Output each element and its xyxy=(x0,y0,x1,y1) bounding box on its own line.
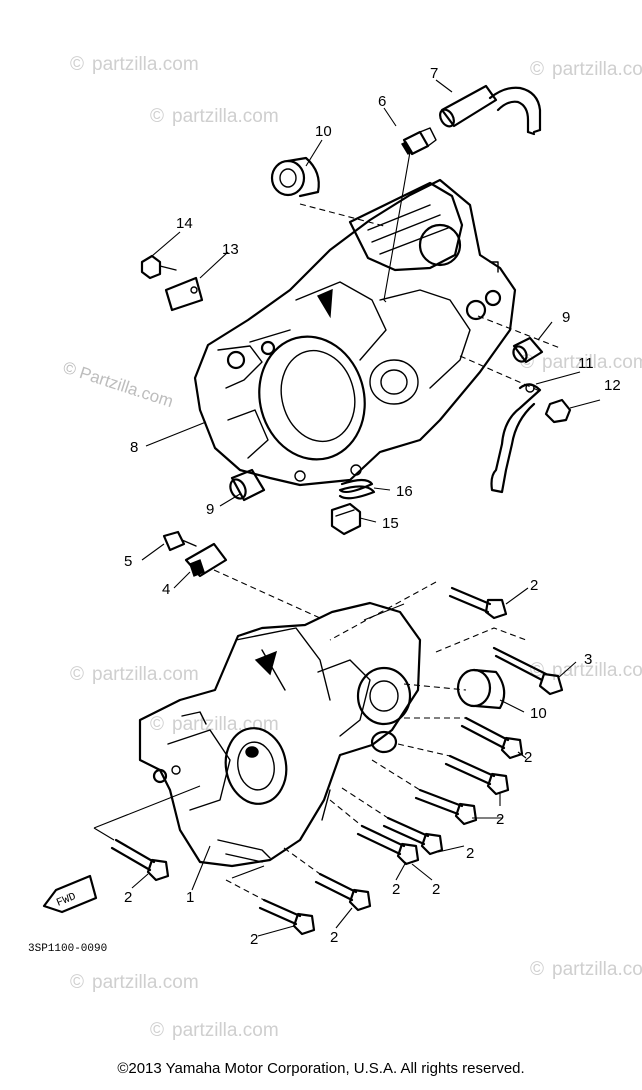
callout-16[interactable]: 16 xyxy=(396,483,413,500)
callout-labels: 7 6 10 14 13 9 11 12 8 9 16 15 5 4 2 3 1… xyxy=(124,65,621,948)
part-8-crankcase-right[interactable] xyxy=(193,178,517,487)
callout-2[interactable]: 2 xyxy=(530,577,538,594)
part-10-collar-lower[interactable] xyxy=(456,668,506,710)
part-6-fitting[interactable] xyxy=(401,127,437,156)
callout-9[interactable]: 9 xyxy=(562,309,570,326)
part-15-plug[interactable] xyxy=(330,502,362,536)
part-13-plate[interactable] xyxy=(164,276,204,312)
part-2-bolt[interactable] xyxy=(448,586,508,620)
part-5-bolt[interactable] xyxy=(162,530,197,552)
callout-4[interactable]: 4 xyxy=(162,581,170,598)
callout-2[interactable]: 2 xyxy=(330,929,338,946)
part-3-bolt[interactable] xyxy=(492,646,564,696)
watermark-main: © Partzilla.com xyxy=(61,358,176,411)
svg-text:partzilla.com: partzilla.com xyxy=(542,352,642,373)
part-9-dowel-pin-lower[interactable] xyxy=(227,468,266,502)
svg-text:©: © xyxy=(70,54,84,75)
watermark: © partzilla.com xyxy=(70,972,199,993)
part-2-bolt[interactable] xyxy=(356,824,420,866)
callout-2[interactable]: 2 xyxy=(466,845,474,862)
svg-text:partzilla.com: partzilla.com xyxy=(172,714,279,735)
part-1-crankcase-left[interactable] xyxy=(138,601,422,868)
callout-5[interactable]: 5 xyxy=(124,553,132,570)
drawing-code: 3SP1100-0090 xyxy=(28,943,107,955)
callout-2[interactable]: 2 xyxy=(392,881,400,898)
callout-7[interactable]: 7 xyxy=(430,65,438,82)
part-2-bolt[interactable] xyxy=(444,754,510,796)
callout-13[interactable]: 13 xyxy=(222,241,239,258)
part-2-bolt[interactable] xyxy=(314,872,372,912)
watermark: © partzilla.com xyxy=(150,106,279,127)
svg-text:©: © xyxy=(70,972,84,993)
copyright-text: ©2013 Yamaha Motor Corporation, U.S.A. A… xyxy=(117,1060,525,1077)
svg-text:©: © xyxy=(70,664,84,685)
svg-text:©: © xyxy=(530,59,544,80)
svg-text:partzilla.com: partzilla.com xyxy=(552,59,642,80)
part-4-plate[interactable] xyxy=(184,542,228,578)
svg-text:partzilla.com: partzilla.com xyxy=(552,959,642,980)
svg-text:partzilla.com: partzilla.com xyxy=(172,106,279,127)
part-2-bolt[interactable] xyxy=(110,838,170,882)
svg-text:©: © xyxy=(150,106,164,127)
callout-2[interactable]: 2 xyxy=(250,931,258,948)
callout-2[interactable]: 2 xyxy=(496,811,504,828)
callout-15[interactable]: 15 xyxy=(382,515,399,532)
watermark-layer: © partzilla.com © partzilla.com © partzilla… xyxy=(61,54,642,1041)
watermark: © partzilla.com xyxy=(530,959,642,980)
callout-12[interactable]: 12 xyxy=(604,377,621,394)
part-7-hose[interactable] xyxy=(437,84,542,136)
watermark: © partzilla.com xyxy=(150,714,279,735)
svg-text:partzilla.com: partzilla.com xyxy=(172,1020,279,1041)
svg-text:©: © xyxy=(150,1020,164,1041)
part-2-bolt[interactable] xyxy=(382,816,444,856)
callout-11[interactable]: 11 xyxy=(578,355,594,372)
part-2-bolt[interactable] xyxy=(258,898,316,936)
leader-lines xyxy=(93,79,601,937)
svg-text:partzilla.com: partzilla.com xyxy=(552,660,642,681)
callout-6[interactable]: 6 xyxy=(378,93,386,110)
callout-10[interactable]: 10 xyxy=(530,705,547,722)
part-9-dowel-pin-upper[interactable] xyxy=(511,336,544,364)
svg-text:partzilla.com: partzilla.com xyxy=(92,664,199,685)
svg-text:©: © xyxy=(530,959,544,980)
part-11-stay[interactable] xyxy=(490,383,542,494)
svg-text:©: © xyxy=(150,714,164,735)
part-10-collar-upper[interactable] xyxy=(270,156,320,198)
svg-text:partzilla.com: partzilla.com xyxy=(92,54,199,75)
watermark: © partzilla.com xyxy=(70,664,199,685)
fwd-arrow-icon: FWD xyxy=(42,874,98,914)
watermark: © partzilla.com xyxy=(530,59,642,80)
callout-2[interactable]: 2 xyxy=(524,749,532,766)
callout-8[interactable]: 8 xyxy=(130,439,138,456)
part-2-bolt[interactable] xyxy=(460,716,524,760)
watermark: © partzilla.com xyxy=(150,1020,279,1041)
watermark: © partzilla.com xyxy=(70,54,199,75)
callout-2[interactable]: 2 xyxy=(124,889,132,906)
callout-10[interactable]: 10 xyxy=(315,123,332,140)
svg-text:partzilla.com: partzilla.com xyxy=(92,972,199,993)
part-14-bolt[interactable] xyxy=(140,254,177,280)
part-16-spring[interactable] xyxy=(338,478,376,500)
callout-3[interactable]: 3 xyxy=(584,651,592,668)
part-2-bolt[interactable] xyxy=(414,788,478,826)
callout-14[interactable]: 14 xyxy=(176,215,193,232)
callout-1[interactable]: 1 xyxy=(186,889,194,906)
part-12-bolt[interactable] xyxy=(544,398,572,424)
callout-9[interactable]: 9 xyxy=(206,501,214,518)
callout-2[interactable]: 2 xyxy=(432,881,440,898)
